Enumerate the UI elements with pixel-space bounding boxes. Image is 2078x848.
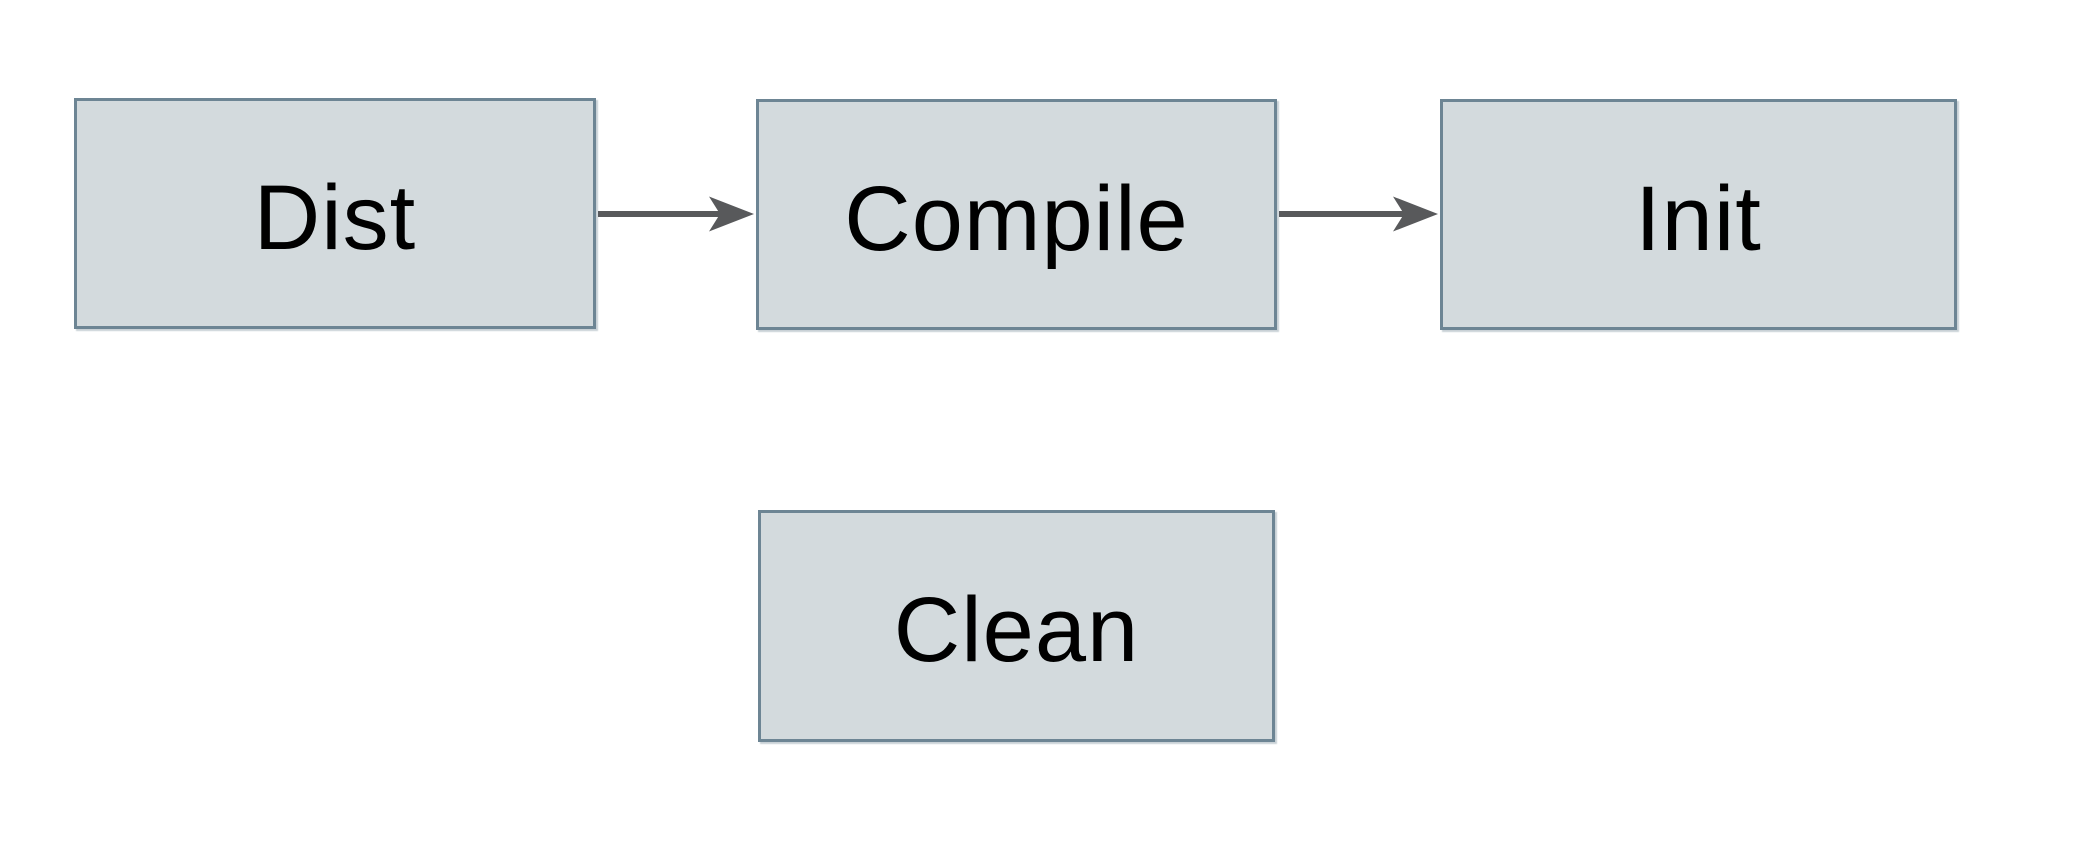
node-clean[interactable]: Clean: [758, 510, 1275, 742]
node-dist-label: Dist: [253, 166, 417, 269]
node-compile[interactable]: Compile: [756, 99, 1277, 330]
node-compile-label: Compile: [844, 167, 1189, 270]
node-init-label: Init: [1635, 167, 1762, 270]
arrow-head-icon: [1393, 196, 1438, 232]
arrow-dist-to-compile[interactable]: [598, 196, 754, 232]
node-init[interactable]: Init: [1440, 99, 1957, 330]
arrow-compile-to-init[interactable]: [1279, 196, 1438, 232]
node-clean-label: Clean: [893, 579, 1140, 681]
node-dist[interactable]: Dist: [74, 98, 596, 329]
arrow-head-icon: [709, 196, 754, 232]
